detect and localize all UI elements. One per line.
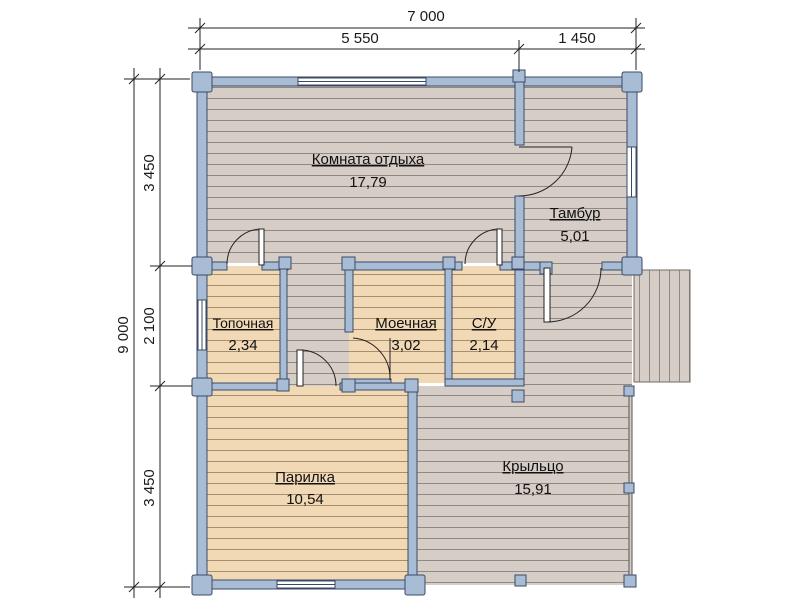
dimension-lines [124,18,645,598]
room-name-rest-room: Комната отдыха [312,151,425,168]
wall-steam-right [407,382,418,590]
room-labels: Комната отдыха 17,79 Тамбур 5,01 Топочна… [213,151,601,508]
room-name-furnace: Топочная [213,315,274,331]
room-name-steam-room: Парилка [275,469,335,486]
room-area-steam-room: 10,54 [286,491,324,508]
porch-stairs [633,269,691,383]
wall-wc-bottom [444,378,525,387]
room-name-vestibule: Тамбур [550,205,601,222]
room-area-porch: 15,91 [514,481,552,498]
floor-wc [446,266,519,383]
floor-washroom [349,266,446,383]
floor-porch [411,386,632,585]
floor-rest-room [203,82,519,263]
room-area-washroom: 3,02 [391,337,420,354]
door-steam [296,349,337,387]
door-washroom [352,337,391,380]
room-area-wc: 2,14 [469,337,498,354]
wall-corridor-right [344,261,354,333]
door-wc [464,228,503,266]
wall-posts [191,69,643,596]
dim-height-bottom: 3 450 [141,469,158,507]
room-name-wc: С/У [472,315,497,332]
room-name-washroom: Моечная [375,315,436,332]
dim-width-right: 1 450 [558,30,596,47]
door-rest-to-vestibule [518,146,573,197]
dim-height-top: 3 450 [141,154,158,192]
wall-wash-wc [444,261,453,387]
room-area-vestibule: 5,01 [560,228,589,245]
floor-steam-room [203,386,411,585]
windows [197,77,637,589]
wall-vestibule-lower [514,195,525,387]
floor-vestibule [519,82,632,263]
room-area-rest-room: 17,79 [349,174,387,191]
dim-height-middle: 2 100 [141,307,158,345]
wall-furnace-right [279,261,288,387]
doors [226,146,602,387]
room-name-porch: Крыльцо [502,458,563,475]
floors [203,82,632,585]
dim-total-width: 7 000 [407,8,445,25]
wall-vestibule-upper [514,81,525,146]
dim-total-height: 9 000 [115,316,132,354]
door-vestibule-porch [543,267,602,323]
floor-furnace [203,266,283,386]
floor-corridor [283,263,349,386]
dim-width-left: 5 550 [341,30,379,47]
room-area-furnace: 2,34 [228,337,257,354]
door-furnace [226,228,265,266]
floor-vestibule-lower [519,263,632,386]
